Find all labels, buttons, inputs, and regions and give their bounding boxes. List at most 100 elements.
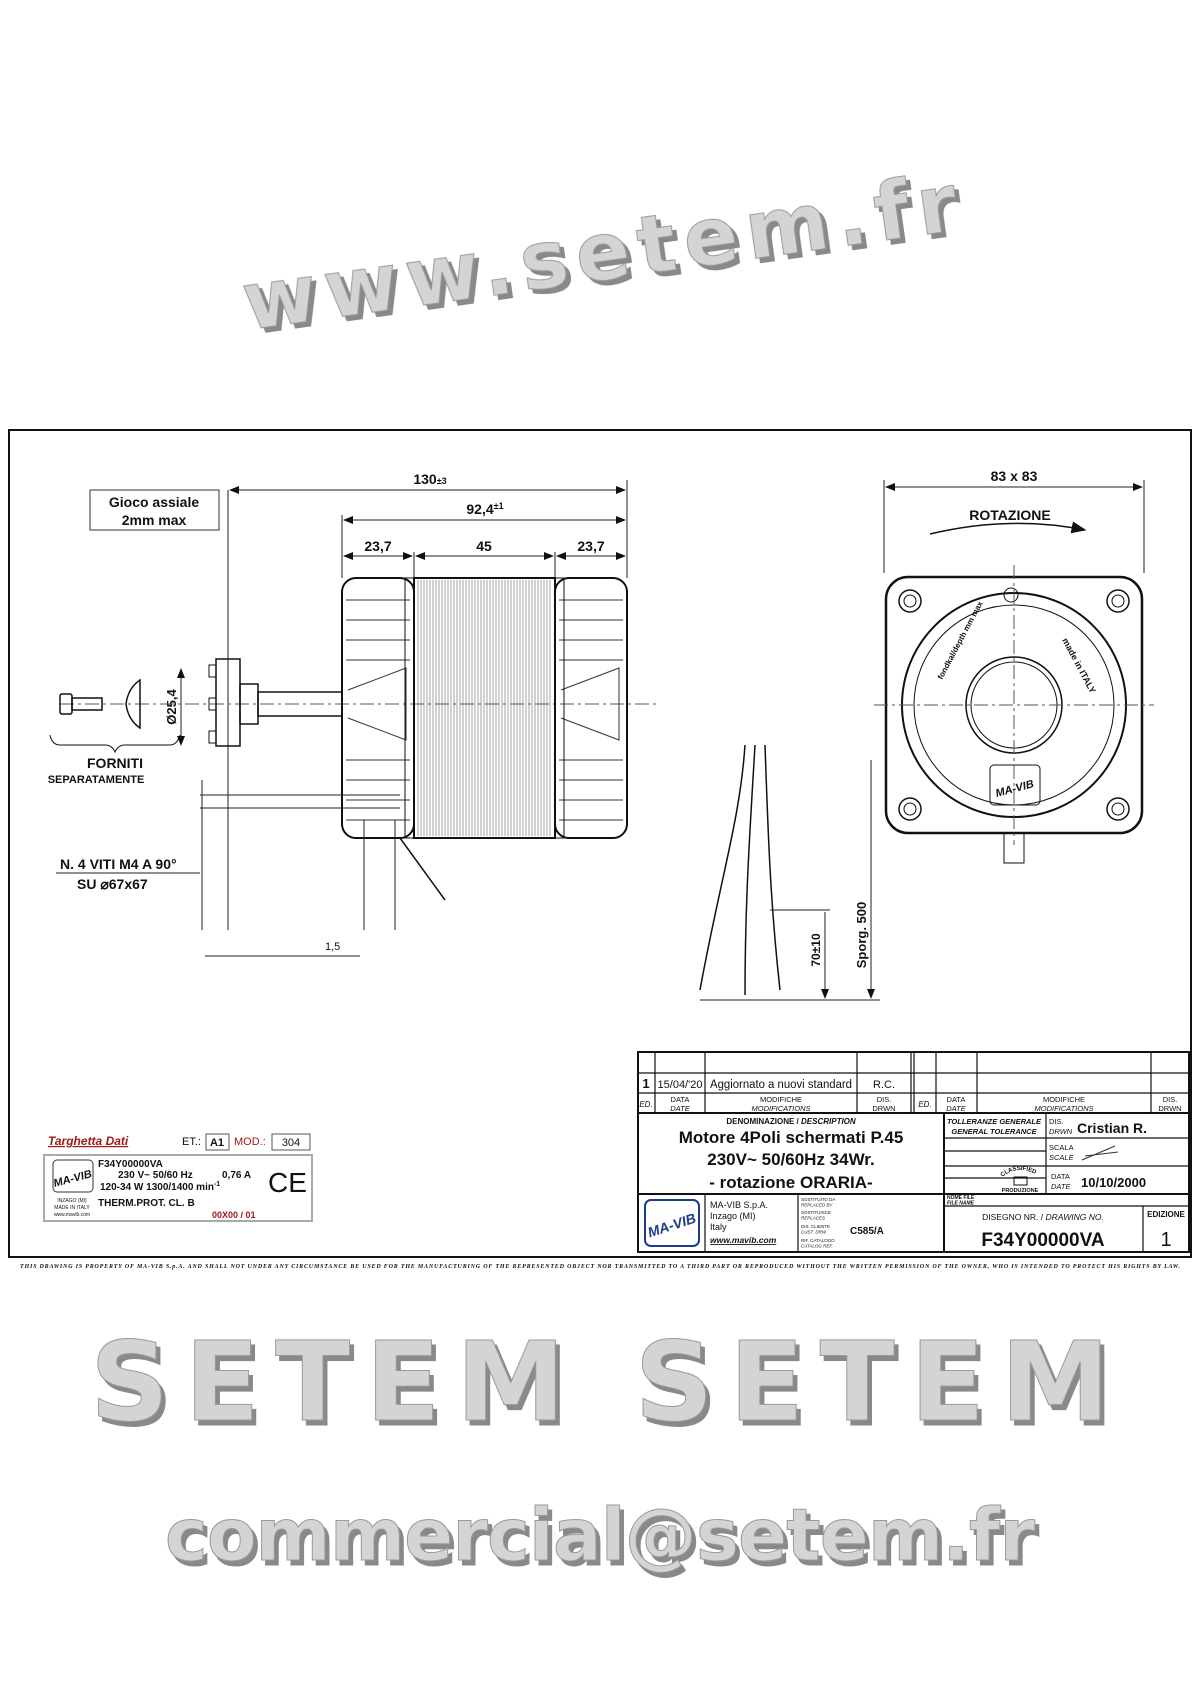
company-website: www.mavib.com	[710, 1235, 777, 1245]
hdr-date-en-2: DATE	[946, 1104, 966, 1113]
motor-side-view: FORNITI SEPARATAMENTE 1,5	[48, 577, 660, 957]
end-cap-boss	[347, 667, 407, 741]
nameplate-small-1: INZAGO (MI)	[57, 1198, 87, 1204]
replaces-label-en: REPLACES	[801, 1216, 825, 1221]
description-line2: 230V~ 50/60Hz 34Wr.	[707, 1150, 874, 1169]
file-label-en: FILE NAME	[947, 1201, 975, 1207]
company-name: MA-VIB S.p.A.	[710, 1200, 768, 1210]
motor-front-view: 83 x 83 ROTAZIONE fondkal/depth mm max m…	[874, 468, 1154, 864]
lead-wires: 70±10 Sporg. 500	[699, 744, 880, 1001]
dim-square: 83 x 83	[991, 468, 1038, 484]
nameplate-line2: 120-34 W 1300/1400 min-1	[100, 1181, 220, 1193]
hdr-mod-en-2: MODIFICATIONS	[1034, 1104, 1093, 1113]
description-label: DENOMINAZIONE / DESCRIPTION	[726, 1117, 856, 1126]
dim-small: 1,5	[325, 941, 340, 953]
description-line1: Motore 4Poli schermati P.45	[679, 1128, 904, 1147]
end-cap-boss	[560, 667, 620, 741]
customer-drawing-no: C585/A	[850, 1226, 884, 1237]
screw-icon	[59, 693, 103, 715]
axial-play-note: Gioco assiale 2mm max	[89, 489, 220, 531]
mod-value: 304	[282, 1137, 300, 1149]
screws-note-line2: SU ⌀67x67	[77, 876, 148, 892]
dim-end-right: 23,7	[577, 538, 604, 554]
edition-number: 1	[1160, 1229, 1171, 1251]
file-label: NOME FILE	[947, 1195, 975, 1201]
dim-stator: 45	[476, 538, 492, 554]
washer-icon	[125, 678, 141, 730]
drawing-date: 10/10/2000	[1081, 1175, 1146, 1190]
date-label: DATA	[1051, 1172, 1070, 1181]
dim-lead-strip: 70±10	[809, 933, 823, 967]
et-label: ET.:	[182, 1136, 201, 1148]
dim-body-length: 92,4±1	[466, 501, 503, 517]
hdr-drwn-2: DIS.	[1163, 1095, 1178, 1104]
produzione-text: PRODUZIONE	[1002, 1188, 1039, 1194]
revision-headers-left: ED. DATA DATE MODIFICHE MODIFICATIONS DI…	[639, 1095, 895, 1113]
hdr-ed: ED.	[639, 1100, 652, 1109]
company-logo: MA-VIB	[644, 1199, 700, 1247]
watermark-line-1: www.setem.fr	[237, 156, 963, 348]
nameplate-serial: 00X00 / 01	[212, 1210, 256, 1220]
hdr-drwn-en-2: DRWN	[1158, 1104, 1181, 1113]
hdr-drwn: DIS.	[877, 1095, 892, 1104]
tolerance-label-en: GENERAL TOLERANCE	[951, 1127, 1037, 1136]
drawing-no-label: DISEGNO NR. / DRAWING NO.	[982, 1212, 1104, 1222]
nameplate-therm: THERM.PROT. CL. B	[98, 1198, 195, 1209]
nameplate-line1: 230 V~ 50/60 Hz	[118, 1170, 193, 1181]
watermark: www.setem.fr SETEM SETEM commercial@sete…	[90, 156, 1111, 1578]
cust-drw-label-en: CUST. DRW.	[801, 1230, 827, 1235]
face-logo: MA-VIB	[994, 778, 1035, 800]
hdr-drwn-en: DRWN	[872, 1104, 895, 1113]
drawn-by: Cristian R.	[1077, 1120, 1147, 1136]
nameplate-small-3: www.mavib.com	[54, 1212, 90, 1218]
scale-label-en: SCALE	[1049, 1153, 1075, 1162]
replaced-by-label: SOSTITUITO DA	[801, 1197, 835, 1202]
nameplate-small-2: MADE IN ITALY	[54, 1205, 90, 1211]
nameplate-current: 0,76 A	[222, 1170, 251, 1181]
hdr-mod-en: MODIFICATIONS	[751, 1104, 810, 1113]
rev-date: 15/04/'20	[658, 1079, 703, 1091]
dim-end-left: 23,7	[364, 538, 391, 554]
replaced-by-label-en: REPLACED BY	[801, 1203, 834, 1208]
tolerance-label: TOLLERANZE GENERALE	[947, 1117, 1042, 1126]
rev-ed: 1	[642, 1076, 649, 1091]
supplied-separately-line1: FORNITI	[87, 755, 143, 771]
rev-drawn: R.C.	[873, 1079, 895, 1091]
face-text-depth: fondkal/depth mm max	[936, 599, 985, 681]
scale-stroke-mark	[1081, 1145, 1119, 1161]
replace-labels: SOSTITUITO DA REPLACED BY SOSTITUISCE RE…	[801, 1197, 835, 1249]
hdr-ed-2: ED.	[918, 1100, 931, 1109]
nameplate-code: F34Y00000VA	[98, 1159, 163, 1170]
scale-label: SCALA	[1049, 1143, 1074, 1152]
sheet-border	[8, 429, 1192, 1258]
replaces-label: SOSTITUISCE	[801, 1210, 831, 1215]
hdr-date-2: DATA	[947, 1095, 966, 1104]
drawing-number: F34Y00000VA	[981, 1230, 1105, 1251]
copyright-footer: THIS DRAWING IS PROPERTY OF MA-VIB S.p.A…	[20, 1264, 1181, 1270]
revision-headers-right: ED. DATA DATE MODIFICHE MODIFICATIONS DI…	[918, 1095, 1181, 1113]
et-value: A1	[210, 1137, 224, 1149]
title-block: 1 15/04/'20 Aggiornato a nuovi standard …	[637, 1051, 1190, 1253]
screws-note: N. 4 VITI M4 A 90° SU ⌀67x67	[56, 856, 200, 892]
description-line3: - rotazione ORARIA-	[709, 1173, 872, 1192]
rotation-arrow-icon	[929, 521, 1087, 535]
hdr-mod-2: MODIFICHE	[1043, 1095, 1085, 1104]
axial-play-line2: 2mm max	[122, 512, 187, 528]
ce-mark: CE	[268, 1167, 307, 1198]
dim-overall-length: 130±3	[413, 471, 446, 487]
edition-label: EDIZIONE	[1147, 1210, 1185, 1219]
face-text-made-in-italy: made in ITALY	[1060, 636, 1097, 695]
company-city: Inzago (MI)	[710, 1211, 756, 1221]
catalog-ref-label: RIF. CATALOGO	[801, 1238, 835, 1243]
hdr-date-en: DATE	[670, 1104, 690, 1113]
date-label-en: DATE	[1051, 1182, 1071, 1191]
hdr-date: DATA	[671, 1095, 690, 1104]
mod-label: MOD.:	[234, 1136, 266, 1148]
cust-drw-label: DIS. CLIENTE	[801, 1224, 830, 1229]
axial-play-line1: Gioco assiale	[109, 494, 199, 510]
screws-note-line1: N. 4 VITI M4 A 90°	[60, 856, 177, 872]
watermark-line-2: SETEM SETEM	[90, 1318, 1110, 1446]
side-view-dimensions: 130±3 92,4±1 23,7 45 23,7 Ø25,4	[164, 471, 628, 930]
nameplate-title: Targhetta Dati	[48, 1134, 129, 1148]
